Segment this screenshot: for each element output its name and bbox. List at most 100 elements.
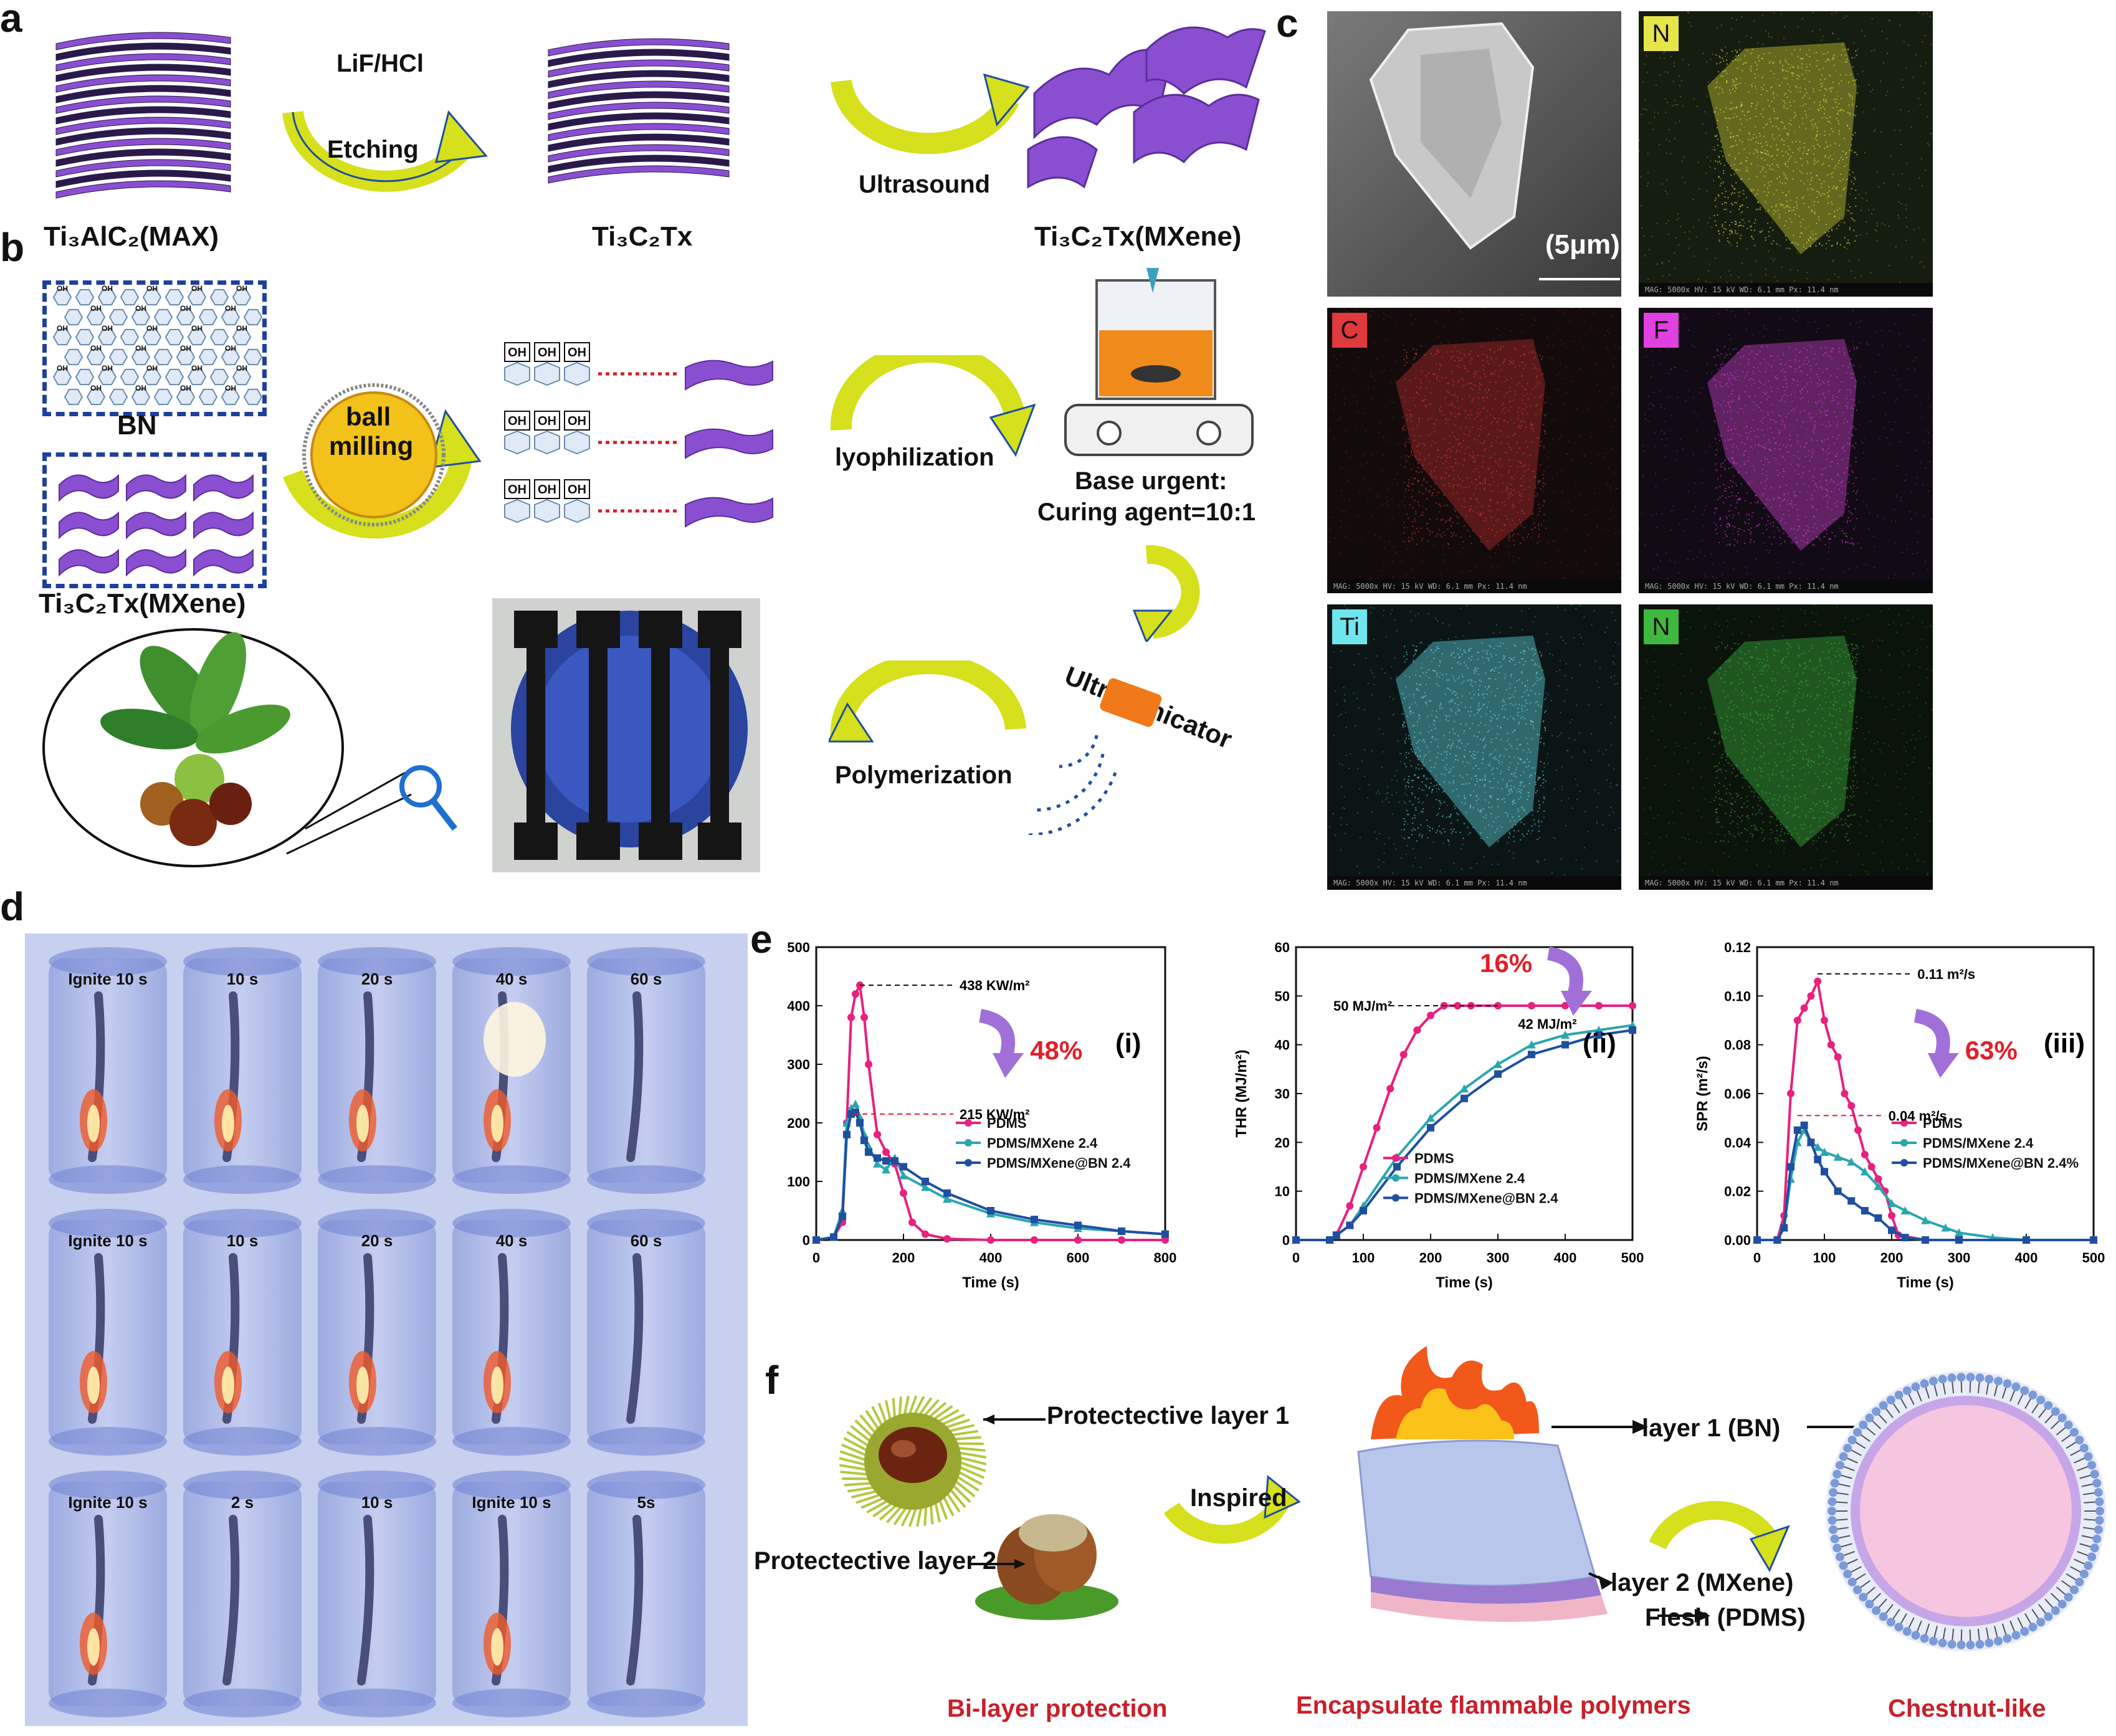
data-point xyxy=(1773,1236,1781,1244)
flesh-label: Flesh (PDMS) xyxy=(1645,1604,1806,1631)
data-point xyxy=(1861,1207,1869,1214)
data-point xyxy=(874,1130,881,1138)
data-point xyxy=(1561,1002,1569,1009)
data-point xyxy=(1833,1152,1842,1161)
y-tick-label: 0.08 xyxy=(1724,1037,1751,1053)
chart-tag: (iii) xyxy=(2044,1028,2085,1059)
svg-text:OH: OH xyxy=(225,384,236,393)
chestnut-burr-icon xyxy=(839,1395,987,1527)
svg-text:OH: OH xyxy=(180,344,191,353)
svg-text:OH: OH xyxy=(180,384,191,393)
data-point xyxy=(1454,1002,1462,1009)
data-point xyxy=(1821,1016,1828,1024)
data-point xyxy=(843,1130,851,1138)
polymerization-arrow-icon xyxy=(829,661,1026,743)
y-tick-label: 0.00 xyxy=(1724,1233,1751,1248)
panel-label-e: e xyxy=(750,917,773,961)
data-point xyxy=(943,1195,951,1203)
svg-text:OH: OH xyxy=(236,364,247,373)
data-point xyxy=(2023,1236,2030,1244)
bn-label: BN xyxy=(117,410,157,441)
svg-text:OH: OH xyxy=(146,324,158,333)
element-badge-n: N xyxy=(1644,609,1679,644)
panel-f: Protectective layer 1 Protectective laye… xyxy=(748,1340,2116,1736)
y-tick-label: 300 xyxy=(787,1057,810,1072)
data-point xyxy=(899,1171,908,1180)
data-point xyxy=(1887,1199,1896,1208)
layer2-label: layer 2 (MXene) xyxy=(1611,1569,1794,1596)
svg-text:OH: OH xyxy=(102,364,113,373)
magnifier-illustration xyxy=(42,628,457,867)
data-point xyxy=(852,990,859,998)
x-tick-label: 400 xyxy=(1554,1250,1577,1266)
chart-tag: (ii) xyxy=(1583,1028,1616,1059)
data-point xyxy=(1629,1002,1636,1009)
data-point xyxy=(1955,1228,1963,1237)
panel-a: LiF/HCl Etching Ti₃AlC₂(MAX) Ti₃C₂Tx Ult… xyxy=(0,0,1277,262)
data-point xyxy=(1118,1236,1125,1244)
x-axis-label: Time (s) xyxy=(1897,1274,1954,1291)
sem-footer: MAG: 5000x HV: 15 kV WD: 6.1 mm Px: 11.4… xyxy=(1327,579,1621,593)
legend-entry: PDMS/MXene@BN 2.4 xyxy=(1414,1190,1558,1206)
ball-milling-icon xyxy=(283,383,482,539)
data-point xyxy=(1854,1126,1862,1134)
flame-test-cylinder: 40 s xyxy=(452,1209,571,1456)
data-point xyxy=(1373,1123,1381,1132)
data-point xyxy=(1346,1202,1354,1210)
inspired-label: Inspired xyxy=(1190,1484,1287,1512)
caption-chestnut: Chestnut-like xyxy=(1888,1695,2046,1722)
data-point xyxy=(1814,1155,1822,1163)
data-point xyxy=(1888,1211,1895,1219)
data-point xyxy=(1595,1002,1603,1009)
data-point xyxy=(830,1233,837,1241)
y-tick-label: 200 xyxy=(787,1115,810,1131)
flame-time-label: 40 s xyxy=(495,1231,528,1250)
data-point xyxy=(1595,1031,1603,1039)
flame-time-label: 40 s xyxy=(495,970,528,988)
data-point xyxy=(1820,1148,1829,1156)
flame-test-cylinder: 10 s xyxy=(183,1209,302,1456)
data-point xyxy=(882,1148,890,1156)
mxene-sheets-grid xyxy=(59,474,254,577)
data-point xyxy=(882,1165,890,1174)
svg-text:OH: OH xyxy=(568,483,586,497)
lif-hcl-label: LiF/HCl xyxy=(336,50,424,77)
flame-time-label: 10 s xyxy=(226,1231,259,1250)
reduction-percent: 16% xyxy=(1480,948,1532,978)
legend-entry: PDMS/MXene@BN 2.4 xyxy=(987,1155,1131,1171)
flame-test-cylinder: 40 s xyxy=(452,947,571,1194)
data-point xyxy=(1900,1206,1910,1214)
flame-time-label: 10 s xyxy=(226,970,259,988)
data-point xyxy=(1861,1150,1869,1158)
element-badge-ti: Ti xyxy=(1332,609,1367,644)
data-point xyxy=(1814,977,1822,985)
data-point xyxy=(874,1154,881,1162)
data-point xyxy=(1413,1026,1421,1034)
flame-test-cylinder: 60 s xyxy=(587,1209,705,1456)
ball-milling-label: milling xyxy=(329,431,414,460)
flame-time-label: Ignite 10 s xyxy=(68,1231,148,1250)
data-point xyxy=(1399,1051,1408,1059)
y-tick-label: 30 xyxy=(1275,1086,1290,1102)
inspired-arrow-icon xyxy=(1163,1475,1301,1544)
svg-text:OH: OH xyxy=(135,344,146,353)
data-point xyxy=(2090,1236,2097,1244)
y-axis-label: SPR (m²/s) xyxy=(1694,1056,1711,1131)
y-tick-label: 0.04 xyxy=(1724,1135,1751,1150)
data-point xyxy=(1393,1163,1401,1171)
data-point xyxy=(1860,1167,1869,1176)
element-badge-n: N xyxy=(1644,16,1679,51)
data-point xyxy=(1922,1236,1929,1244)
flame-time-label: 10 s xyxy=(361,1493,393,1512)
svg-text:OH: OH xyxy=(135,384,146,393)
data-point xyxy=(1074,1221,1082,1229)
legend-entry: PDMS/MXene 2.4 xyxy=(1414,1170,1525,1186)
hazelnut-icon xyxy=(975,1514,1118,1620)
svg-text:OH: OH xyxy=(568,414,586,428)
data-point xyxy=(1494,1070,1502,1078)
data-point xyxy=(891,1157,898,1165)
